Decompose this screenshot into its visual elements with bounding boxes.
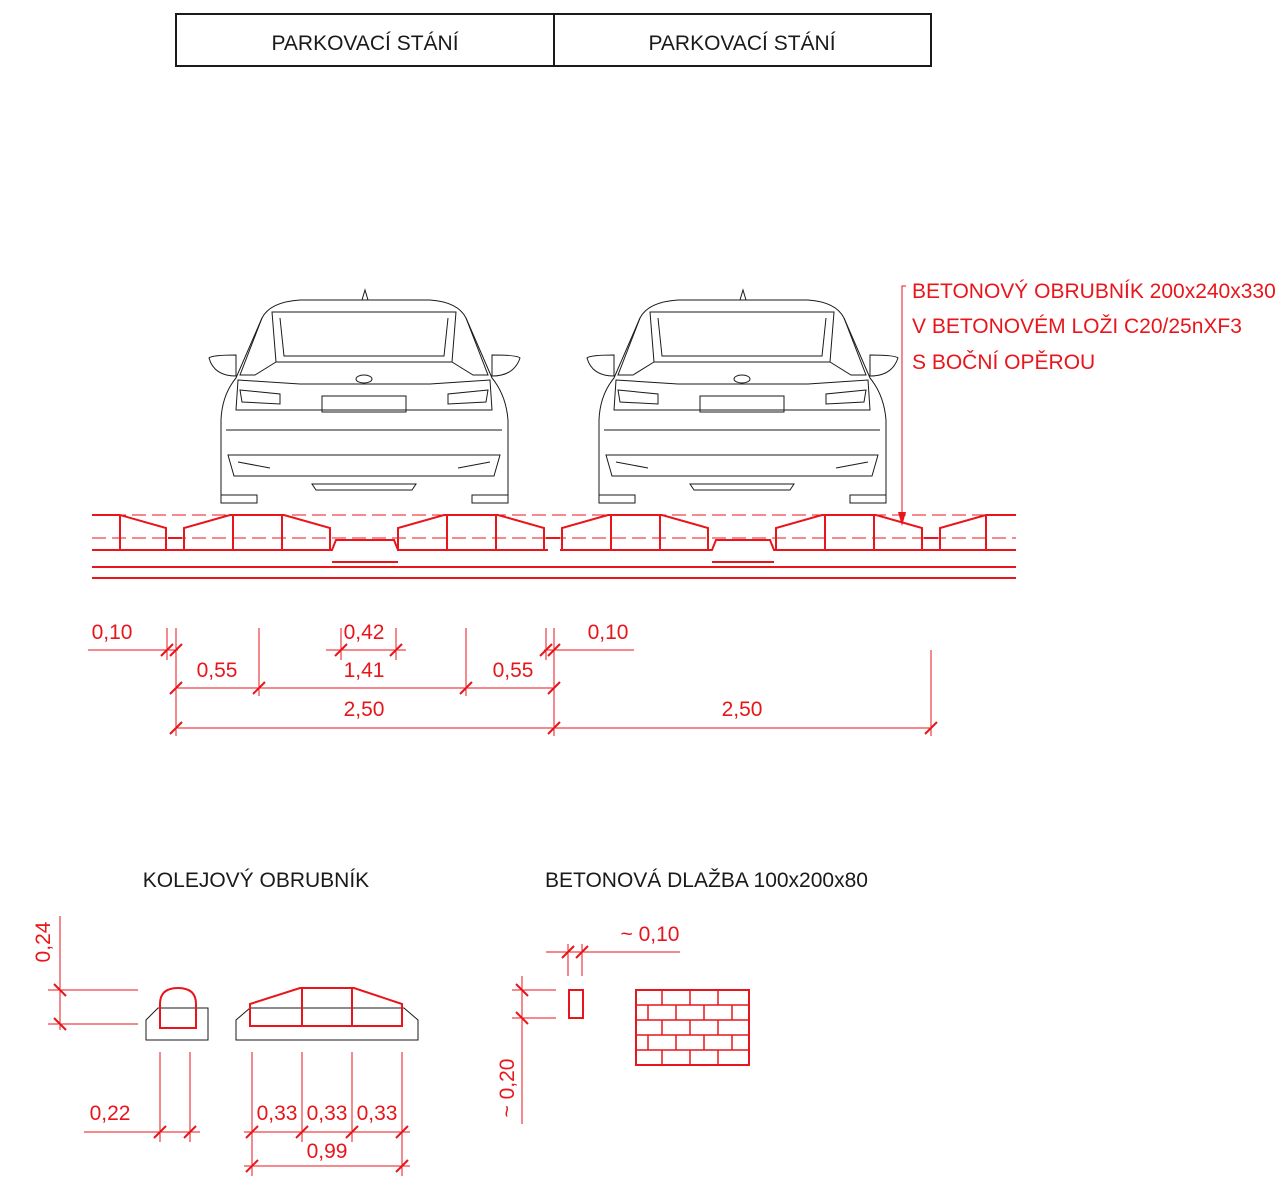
car-right — [586, 288, 899, 504]
stall-label-left: PARKOVACÍ STÁNÍ — [271, 32, 458, 55]
curb-annotation: BETONOVÝ OBRUBNÍK 200x240x330 V BETONOVÉ… — [898, 280, 1276, 526]
annotation-line-1: BETONOVÝ OBRUBNÍK 200x240x330 — [912, 280, 1276, 303]
dim-curb-seg-1: 0,33 — [257, 1102, 298, 1125]
dim-stall-width-2: 2,50 — [722, 698, 763, 721]
dim-curb-seg-2: 0,33 — [307, 1102, 348, 1125]
dim-gap-left: 0,10 — [92, 621, 133, 644]
car-left — [208, 288, 521, 504]
dim-curb-total: 0,99 — [307, 1140, 348, 1163]
dim-track-gap: 0,42 — [344, 621, 385, 644]
annotation-line-2: V BETONOVÉM LOŽI C20/25nXF3 — [912, 315, 1242, 338]
dim-curb-section-width: 0,22 — [90, 1102, 131, 1125]
curb-detail: KOLEJOVÝ OBRUBNÍK 0,24 0,22 — [32, 869, 419, 1176]
curb-detail-title: KOLEJOVÝ OBRUBNÍK — [143, 869, 369, 892]
dim-curb-right: 0,55 — [493, 659, 534, 682]
dim-paving-thickness: ~ 0,10 — [621, 923, 680, 946]
annotation-line-3: S BOČNÍ OPĚROU — [912, 351, 1095, 374]
curb-section — [92, 514, 1016, 579]
paving-detail: BETONOVÁ DLAŽBA 100x200x80 ~ 0,10 ~ 0,20 — [496, 869, 868, 1124]
dim-curb-left: 0,55 — [197, 659, 238, 682]
dim-curb-height: 0,24 — [32, 921, 55, 962]
dim-paving-height: ~ 0,20 — [496, 1059, 519, 1118]
dim-stall-width-1: 2,50 — [344, 698, 385, 721]
dim-curb-seg-3: 0,33 — [357, 1102, 398, 1125]
dim-track-inner: 1,41 — [344, 659, 385, 682]
dimension-lines: 0,10 0,42 0,10 0,55 1,41 0,55 2,50 2,50 — [88, 621, 938, 736]
parking-stall-header: PARKOVACÍ STÁNÍ PARKOVACÍ STÁNÍ — [175, 13, 932, 67]
paving-detail-title: BETONOVÁ DLAŽBA 100x200x80 — [545, 869, 868, 892]
dim-gap-right: 0,10 — [588, 621, 629, 644]
brick-pattern — [635, 989, 750, 1066]
stall-label-right: PARKOVACÍ STÁNÍ — [648, 32, 835, 55]
